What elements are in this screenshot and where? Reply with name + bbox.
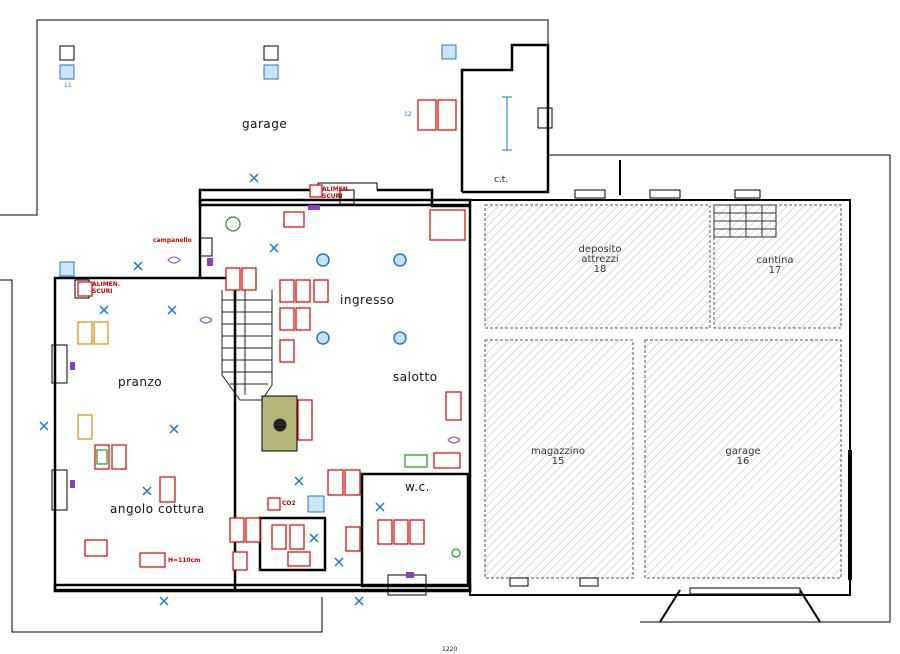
alimen-label-1: ALIMEN. bbox=[322, 186, 351, 193]
room-label-garage-top: garage bbox=[242, 117, 288, 131]
wall-lights bbox=[39, 173, 385, 606]
hatched-rooms bbox=[484, 204, 842, 579]
ceiling-lights bbox=[316, 253, 407, 345]
height-label: H=110cm bbox=[168, 557, 201, 564]
house-walls bbox=[53, 43, 550, 593]
magazzino-line1: magazzino bbox=[530, 446, 586, 457]
alimen-label-2: ALIMEN. bbox=[92, 281, 121, 288]
exterior-lamps bbox=[59, 44, 457, 513]
room-label-magazzino: magazzino 15 bbox=[518, 447, 598, 467]
ct-dimension bbox=[502, 96, 512, 151]
room-label-ingresso: ingresso bbox=[340, 293, 395, 307]
cantina-stair bbox=[713, 204, 777, 238]
room-label-ct: c.t. bbox=[494, 175, 509, 185]
doorbell-marks bbox=[167, 256, 461, 444]
orange-outlets bbox=[77, 321, 109, 440]
electrical-outlets bbox=[77, 99, 466, 571]
room-label-pranzo: pranzo bbox=[118, 375, 163, 389]
room-label-angolo: angolo bbox=[110, 502, 154, 516]
room-label-garage-right: garage 16 bbox=[713, 447, 773, 467]
room-label-cantina: cantina 17 bbox=[745, 256, 805, 276]
green-devices bbox=[96, 216, 461, 558]
magazzino-number: 15 bbox=[551, 456, 565, 467]
scuri-label-1: SCURI bbox=[322, 193, 343, 200]
bottom-dimension: 1220 bbox=[442, 646, 458, 653]
exterior-lamp-tops bbox=[59, 45, 279, 61]
doors bbox=[51, 107, 801, 596]
co2-label: CO2 bbox=[282, 500, 296, 507]
deposito-line1: deposito bbox=[578, 244, 622, 255]
room-label-wc: w.c. bbox=[405, 480, 430, 494]
main-staircase bbox=[221, 290, 298, 452]
deposito-number: 18 bbox=[593, 264, 607, 275]
scuri-label-2: SCURI bbox=[92, 288, 113, 295]
campanello-label: campanello bbox=[153, 237, 192, 244]
number-11-label: 11 bbox=[64, 82, 72, 89]
room-label-salotto: salotto bbox=[393, 370, 438, 384]
room-label-cottura: cottura bbox=[158, 502, 205, 516]
garage-right-line1: garage bbox=[725, 446, 761, 457]
cantina-line1: cantina bbox=[756, 255, 794, 266]
number-12-label: 12 bbox=[404, 111, 412, 118]
room-label-deposito: deposito attrezzi 18 bbox=[560, 245, 640, 275]
deposito-line2: attrezzi bbox=[581, 254, 619, 265]
annex-walls bbox=[469, 160, 852, 623]
garage-right-number: 16 bbox=[736, 456, 750, 467]
purple-marks bbox=[70, 205, 414, 578]
cantina-number: 17 bbox=[768, 265, 782, 276]
